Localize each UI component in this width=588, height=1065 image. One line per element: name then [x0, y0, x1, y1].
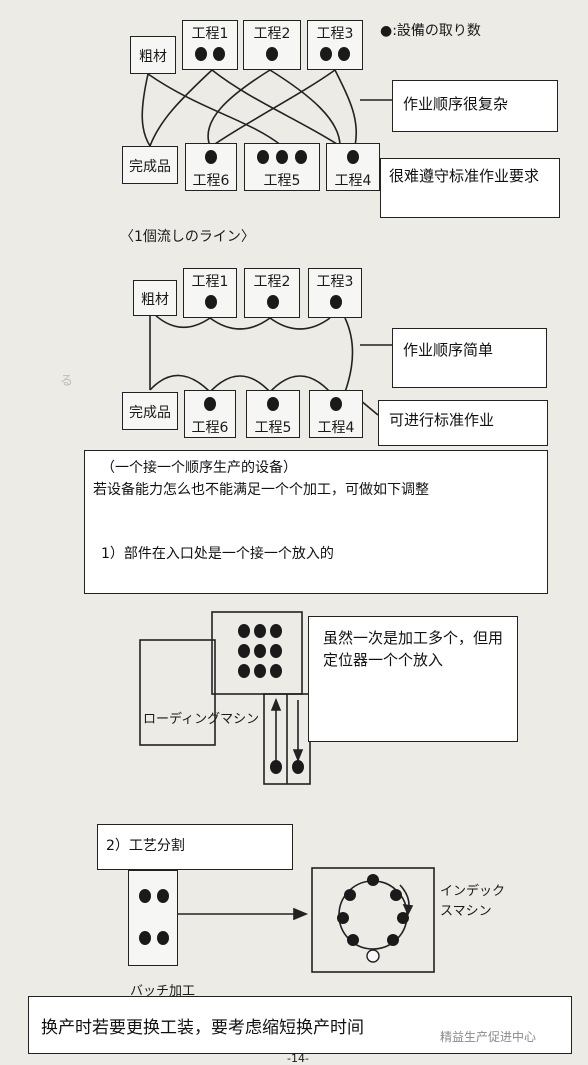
note-hard: 很难遵守标准作业要求 [380, 158, 560, 218]
loading-machine-label: ローディングマシン [143, 712, 260, 727]
caption: 〈1個流しのライン〉 [120, 229, 255, 245]
note-loading: 虽然一次是加工多个，但用定位器一个个放入 [308, 616, 518, 742]
loading-dots [238, 624, 286, 684]
input-part-dot [270, 760, 282, 774]
explain-line-2: 若设备能力怎么也不能满足一个个加工，可做如下调整 [93, 482, 429, 498]
split-title-box: 2）工艺分割 [97, 824, 293, 870]
process-6-box: 工程6 [185, 143, 237, 191]
note-standard: 可进行标准作业 [378, 400, 548, 446]
explain-line-3: 1）部件在入口处是一个接一个放入的 [101, 546, 334, 562]
process-4-box: 工程4 [326, 143, 380, 191]
explanation-box: （一个接一个顺序生产的设备） 若设备能力怎么也不能满足一个个加工，可做如下调整 … [84, 450, 548, 594]
ghost-text: る [60, 374, 74, 389]
note-simple: 作业顺序简单 [392, 328, 547, 388]
batch-label: バッチ加工 [130, 984, 196, 999]
finished-box-2: 完成品 [122, 392, 178, 430]
process-3-box: 工程3 [307, 20, 363, 70]
batch-box [128, 870, 178, 966]
explain-line-1: （一个接一个顺序生产的设备） [101, 460, 297, 476]
input-part-dot [292, 760, 304, 774]
process-6-box-2: 工程6 [184, 390, 236, 438]
index-machine-label: インデックスマシン [440, 884, 506, 919]
process-2-box-2: 工程2 [244, 268, 300, 318]
note-complex: 作业顺序很复杂 [392, 80, 558, 132]
process-1-box: 工程1 [182, 20, 238, 70]
bottom-note: 换产时若要更换工装，要考虑缩短换产时间 [28, 996, 572, 1054]
process-2-box: 工程2 [243, 20, 301, 70]
watermark: 精益生产促进中心 [440, 1030, 537, 1044]
process-5-box: 工程5 [244, 143, 320, 191]
legend: ●:設備の取り数 [380, 23, 481, 39]
finished-box: 完成品 [122, 146, 178, 184]
page-number: -14- [287, 1052, 309, 1065]
raw-material-box-2: 粗材 [133, 280, 177, 316]
process-4-box-2: 工程4 [309, 390, 363, 438]
raw-material-box: 粗材 [130, 36, 176, 74]
process-1-box-2: 工程1 [183, 268, 237, 318]
process-3-box-2: 工程3 [308, 268, 362, 318]
process-5-box-2: 工程5 [246, 390, 300, 438]
